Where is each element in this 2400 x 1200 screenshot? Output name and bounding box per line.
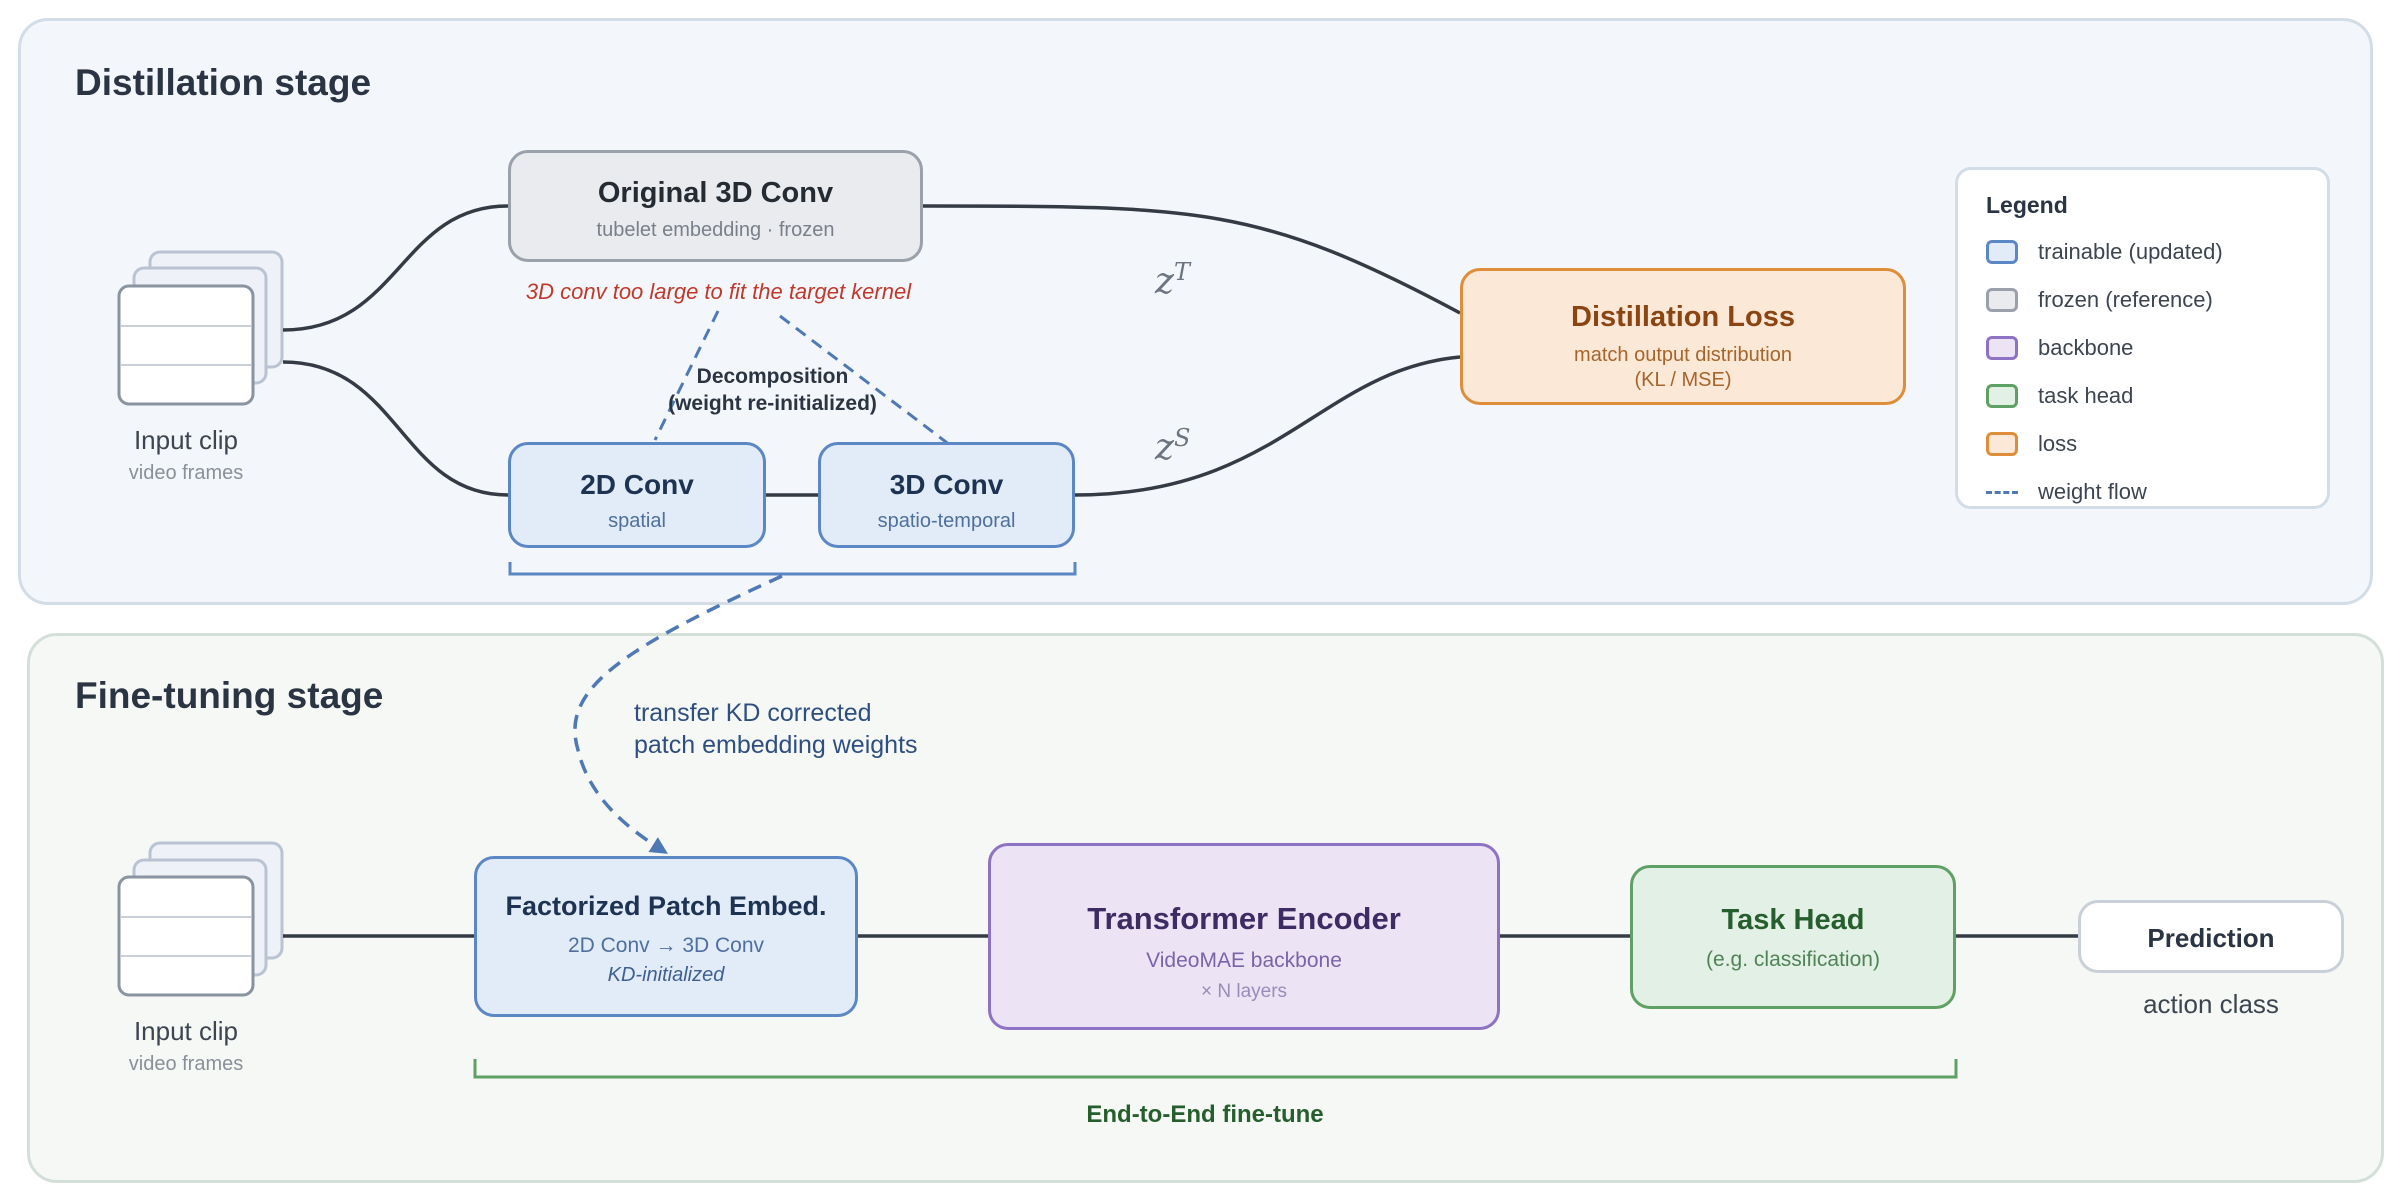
distillation-loss-line2: (KL / MSE) bbox=[1634, 369, 1732, 391]
input-clip-title: Input clip bbox=[133, 425, 239, 455]
end-to-end-label: End-to-End fine-tune bbox=[1086, 1101, 1324, 1128]
input-clip-title-ft: Input clip bbox=[133, 1016, 239, 1046]
input-clip-subtitle-ft: video frames bbox=[128, 1053, 244, 1075]
end-to-end-bracket bbox=[473, 1059, 1958, 1079]
conv2d-box: 2D Conv spatial bbox=[508, 442, 766, 548]
legend: Legend trainable (updated) frozen (refere… bbox=[1955, 167, 2330, 509]
conv3d-subtitle: spatio-temporal bbox=[877, 510, 1016, 532]
encoder-title: Transformer Encoder bbox=[1087, 901, 1401, 936]
factorized-patch-embed-box: Factorized Patch Embed. 2D Conv → 3D Con… bbox=[474, 856, 858, 1017]
transfer-line2: patch embedding weights bbox=[634, 731, 918, 759]
patch-embed-subtitle: 2D Conv → 3D Conv bbox=[567, 934, 765, 957]
encoder-layers: × N layers bbox=[1200, 981, 1288, 1002]
finetuning-stage-title: Fine-tuning stage bbox=[75, 675, 384, 716]
legend-item: trainable (updated) bbox=[1986, 235, 2223, 269]
decomposition-label: Decomposition (weight re-initialized) bbox=[650, 363, 895, 417]
distillation-loss-line1: match output distribution bbox=[1574, 344, 1792, 366]
original-3d-conv-box: Original 3D Conv tubelet embedding · fro… bbox=[508, 150, 923, 262]
decomposition-line-right bbox=[779, 314, 951, 447]
transfer-label: transfer KD corrected patch embedding we… bbox=[634, 697, 918, 761]
legend-item: task head bbox=[1986, 379, 2133, 413]
task-head-subtitle: (e.g. classification) bbox=[1706, 948, 1880, 971]
wire-clip-to-2dconv bbox=[282, 360, 509, 497]
prediction-title: Prediction bbox=[2147, 923, 2275, 953]
legend-item-label: frozen (reference) bbox=[2038, 287, 2213, 312]
task-head-box: Task Head (e.g. classification) bbox=[1630, 865, 1956, 1009]
task-head-title: Task Head bbox=[1721, 904, 1865, 936]
decomposition-line2: (weight re-initialized) bbox=[668, 392, 877, 415]
legend-item-label: loss bbox=[2038, 431, 2078, 456]
decomposition-line-left bbox=[653, 310, 720, 441]
legend-item-label: task head bbox=[2038, 383, 2134, 408]
patch-embed-note: KD-initialized bbox=[607, 964, 725, 986]
legend-item-label: trainable (updated) bbox=[2038, 239, 2223, 264]
student-bracket bbox=[508, 562, 1077, 576]
legend-swatch bbox=[1986, 384, 2018, 408]
prediction-sublabel: action class bbox=[2143, 989, 2279, 1019]
z-teacher-label: zT bbox=[1155, 258, 1190, 302]
transfer-line1: transfer KD corrected bbox=[634, 699, 872, 727]
legend-item: backbone bbox=[1986, 331, 2133, 365]
input-clip-label-finetune: Input clip video frames bbox=[66, 1016, 306, 1076]
conv2d-title: 2D Conv bbox=[580, 469, 694, 500]
distillation-stage-title: Distillation stage bbox=[75, 62, 372, 103]
legend-swatch bbox=[1986, 336, 2018, 360]
legend-title: Legend bbox=[1986, 192, 2068, 218]
z-student-label: zS bbox=[1155, 424, 1191, 468]
input-clip-stack-distill bbox=[117, 250, 284, 406]
decomposition-line1: Decomposition bbox=[696, 365, 849, 388]
distillation-loss-title: Distillation Loss bbox=[1571, 301, 1795, 333]
conv3d-title: 3D Conv bbox=[889, 469, 1004, 500]
original-3d-conv-title: Original 3D Conv bbox=[597, 177, 834, 209]
input-clip-label-distill: Input clip video frames bbox=[66, 425, 306, 485]
legend-swatch bbox=[1986, 432, 2018, 456]
kernel-warning-text: 3D conv too large to fit the target kern… bbox=[525, 279, 912, 304]
legend-item-label: weight flow bbox=[2038, 479, 2147, 504]
wire-3dconv-to-loss bbox=[1074, 355, 1461, 497]
legend-dash-swatch bbox=[1986, 490, 2018, 494]
conv3d-box: 3D Conv spatio-temporal bbox=[818, 442, 1075, 548]
distillation-loss-box: Distillation Loss match output distribut… bbox=[1460, 268, 1906, 405]
patch-embed-title: Factorized Patch Embed. bbox=[505, 891, 827, 921]
legend-item-label: backbone bbox=[2038, 335, 2134, 360]
legend-item: loss bbox=[1986, 427, 2077, 461]
encoder-subtitle: VideoMAE backbone bbox=[1146, 949, 1342, 972]
legend-item: frozen (reference) bbox=[1986, 283, 2213, 317]
conv2d-subtitle: spatial bbox=[608, 510, 666, 532]
wire-clip-to-original bbox=[282, 204, 509, 332]
legend-swatch bbox=[1986, 288, 2018, 312]
legend-item: weight flow bbox=[1986, 475, 2147, 509]
original-3d-conv-subtitle: tubelet embedding · frozen bbox=[596, 219, 835, 241]
weight-transfer-arrow bbox=[573, 574, 783, 854]
prediction-box: Prediction bbox=[2078, 900, 2344, 973]
input-clip-subtitle: video frames bbox=[128, 462, 244, 484]
transformer-encoder-box: Transformer Encoder VideoMAE backbone × … bbox=[988, 843, 1500, 1030]
legend-swatch bbox=[1986, 240, 2018, 264]
wire-original-to-loss bbox=[922, 204, 1461, 315]
input-clip-stack-finetune bbox=[117, 841, 284, 997]
